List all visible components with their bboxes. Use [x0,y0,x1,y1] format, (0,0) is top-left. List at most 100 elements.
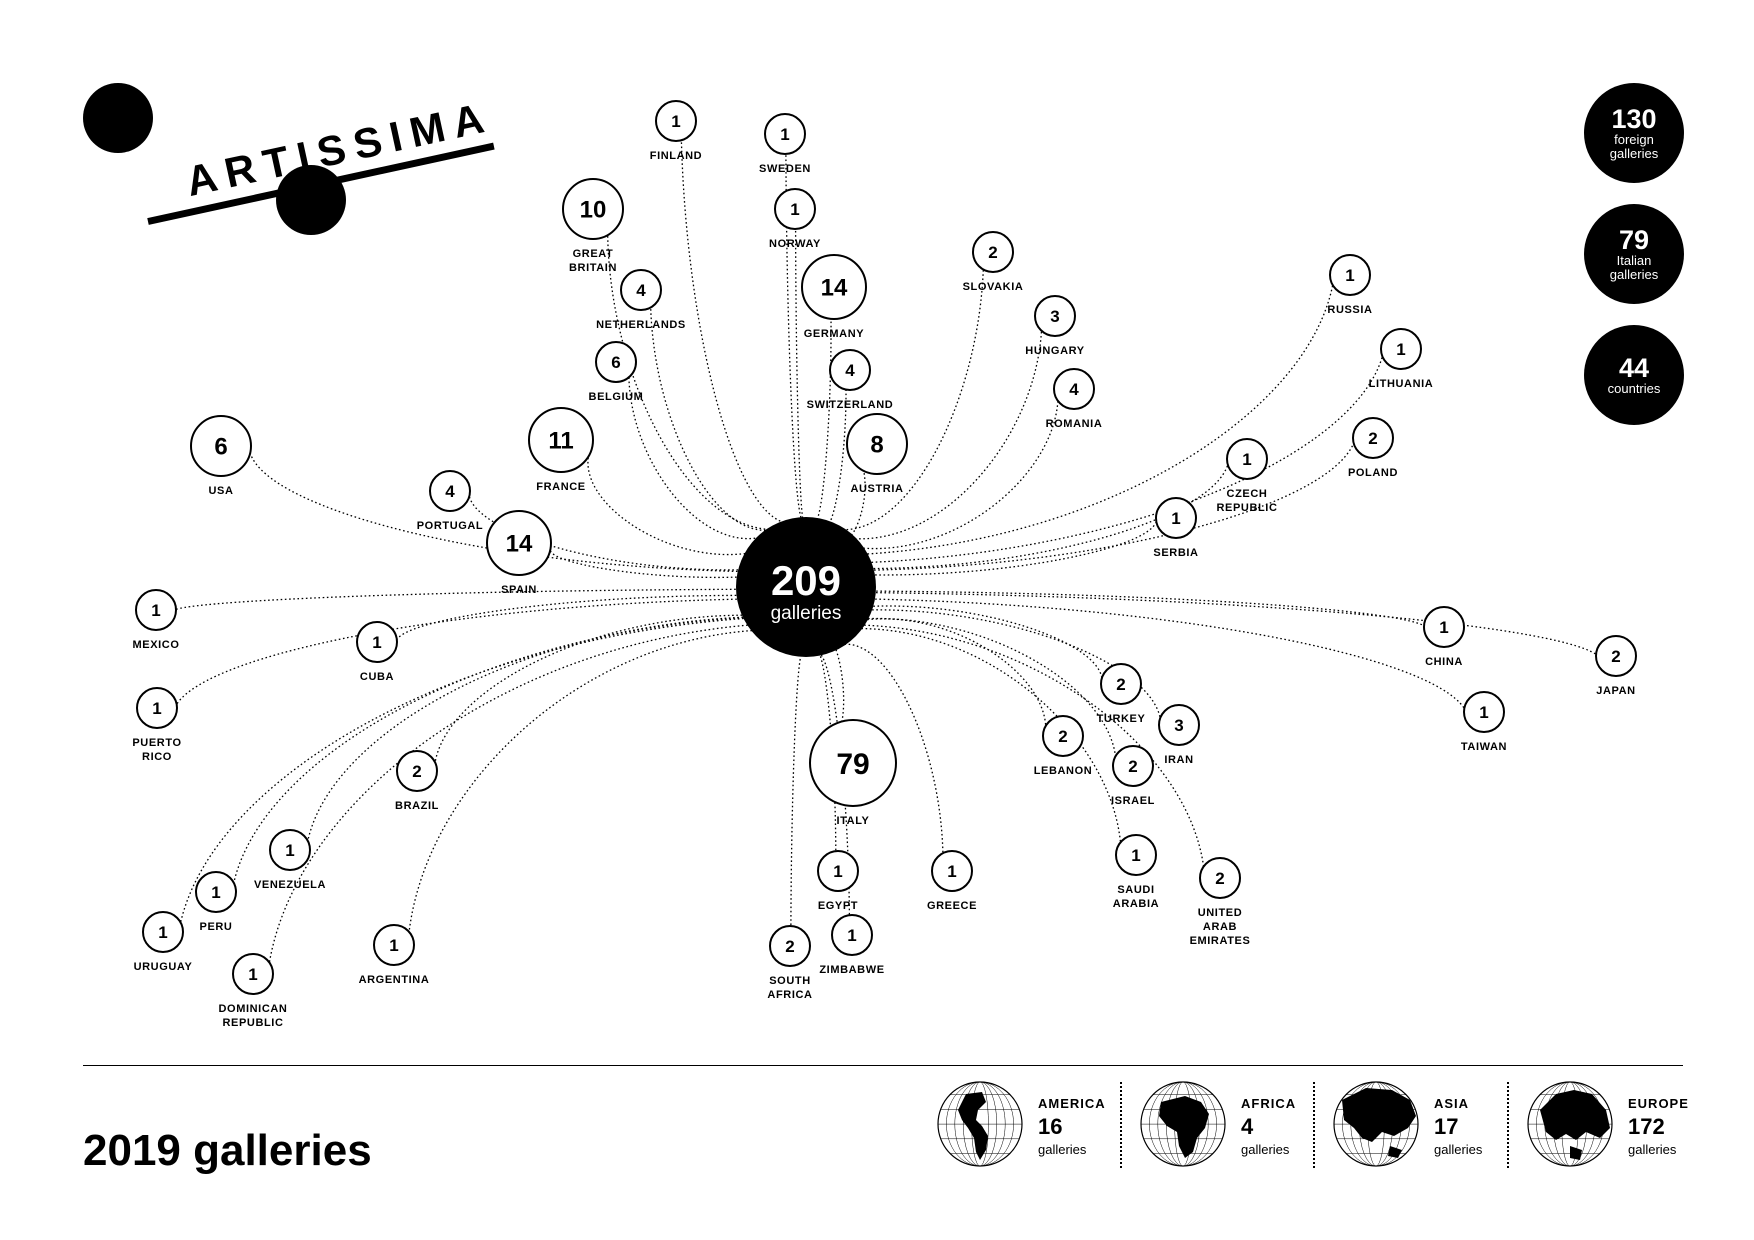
country-label: CUBA [360,671,394,683]
region-unit: galleries [1628,1142,1677,1157]
region-unit: galleries [1241,1142,1290,1157]
connector-line [870,598,1465,709]
country-count: 1 [1479,703,1488,722]
country-bubble [195,871,237,913]
connector-layer [175,140,1597,963]
country-label: SERBIA [1153,547,1198,559]
country-bubble [764,113,806,155]
country-count: 1 [389,936,398,955]
country-label: ZIMBABWE [819,964,884,976]
country-label: GERMANY [804,328,864,340]
country-label: RUSSIA [1327,304,1372,316]
country-count: 2 [1368,429,1377,448]
country-bubble [595,341,637,383]
country-count: 1 [372,633,381,652]
country-label: AUSTRIA [850,483,903,495]
connector-line [811,318,832,525]
country-count: 14 [821,275,848,302]
region-name: ASIA [1434,1096,1470,1111]
country-label: VENEZUELA [254,879,326,891]
country-bubble [972,231,1014,273]
country-label: FINLAND [650,150,702,162]
stat-label: countries [1607,381,1661,396]
connector-line [408,629,757,932]
country-label: HUNGARY [1025,345,1084,357]
country-label: BRAZIL [395,800,439,812]
connector-line [871,590,1425,627]
country-label: BELGIUM [589,391,644,403]
country-count: 1 [1345,266,1354,285]
country-bubble [1034,295,1076,337]
region-separator [1313,1082,1315,1168]
country-count: 79 [836,748,869,781]
country-label: SWITZERLAND [807,399,894,411]
country-count: 1 [285,841,294,860]
country-bubble [1329,254,1371,296]
country-count: 4 [1069,380,1079,399]
connector-line [863,617,1117,757]
connector-line [871,591,1597,655]
country-label: TAIWAN [1461,741,1507,753]
country-bubble [396,750,438,792]
connector-line [176,598,742,705]
connector-line [587,456,750,556]
country-bubble [931,850,973,892]
globe-africa-icon [1140,1081,1226,1167]
region-count: 172 [1628,1114,1665,1139]
country-bubble [190,415,252,477]
country-label: GREECE [927,900,977,912]
connector-line [790,651,804,927]
connector-line [870,521,1157,576]
stat-label: foreign galleries [1609,132,1659,161]
country-bubble [142,911,184,953]
country-bubble [846,413,908,475]
country-label: NORWAY [769,238,821,250]
country-bubble [429,470,471,512]
country-bubble [1155,497,1197,539]
connector-line [549,547,741,579]
country-label: USA [208,485,233,497]
country-bubble [269,829,311,871]
country-count: 14 [506,531,533,558]
country-label: URUGUAY [134,961,193,973]
stat-number: 44 [1618,353,1650,383]
region-count: 4 [1241,1114,1254,1139]
country-label: ISRAEL [1111,795,1155,807]
country-count: 1 [1439,618,1448,637]
country-count: 1 [158,923,167,942]
country-bubble [356,621,398,663]
country-count: 8 [870,432,883,459]
country-count: 1 [211,883,220,902]
country-bubble [809,719,897,807]
connector-line [867,609,1161,719]
center-label: galleries [771,603,842,624]
stat-number: 130 [1611,104,1657,134]
stat-label: Italian galleries [1609,253,1659,282]
country-bubble [1158,704,1200,746]
country-label: JAPAN [1596,685,1635,697]
